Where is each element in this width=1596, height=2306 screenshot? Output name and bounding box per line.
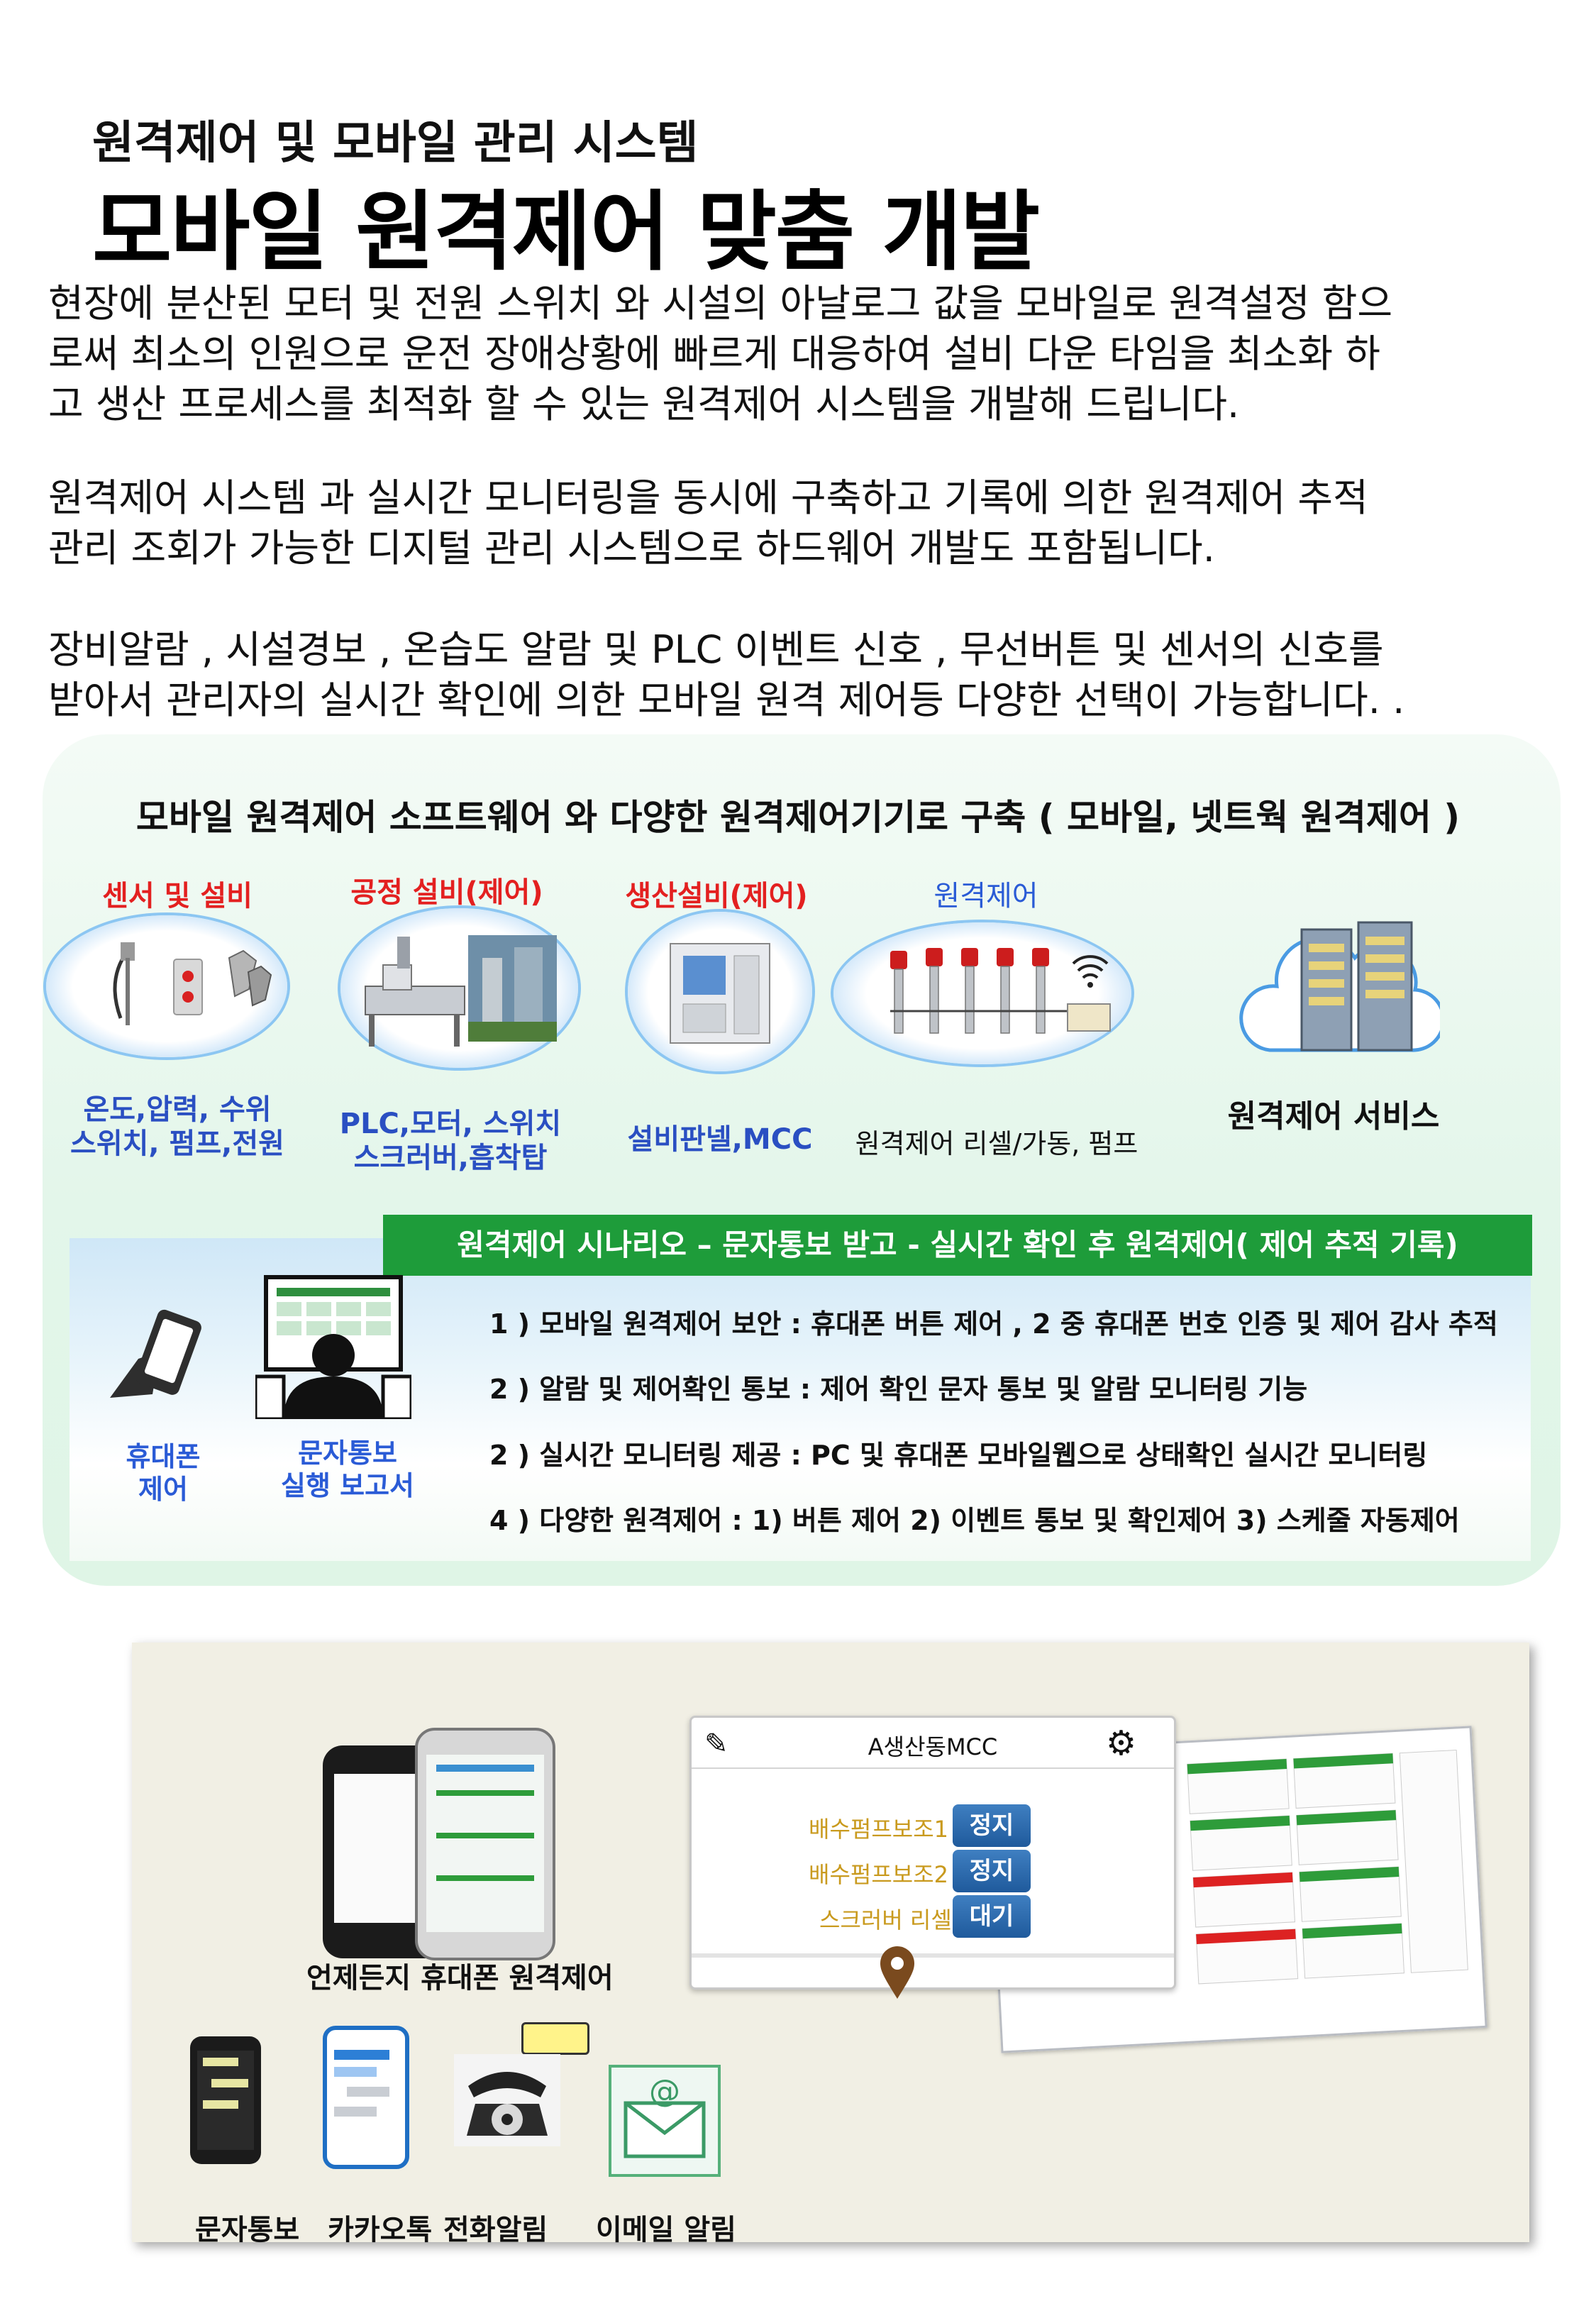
label-line: 제어 (138, 1474, 188, 1505)
pump-1-stop-button[interactable]: 정지 (953, 1804, 1031, 1847)
text-line: 장비알람 , 시설경보 , 온습도 알람 및 PLC 이벤트 신호 , 무선버튼… (48, 627, 1384, 672)
screen-bar (436, 1875, 534, 1881)
alert-phone-label: 전화알림 (443, 2214, 548, 2246)
monitoring-paragraph: 원격제어 시스템 과 실시간 모니터링을 동시에 구축하고 기록에 의한 원격제… (48, 473, 1552, 573)
email-icon: @ (624, 2073, 706, 2158)
caption-line: PLC,모터, 스위치 (339, 1108, 562, 1140)
process-equipment-icon (365, 935, 557, 1047)
production-ellipse (628, 912, 812, 1071)
scenario-line-4: 4 ) 다양한 원격제어 : 1) 버튼 제어 2) 이벤트 통보 및 확인제어… (489, 1505, 1460, 1536)
process-caption: PLC,모터, 스위치 스크러버,흡착탑 (326, 1107, 575, 1175)
text-line: 관리 조회가 가능한 디지털 관리 시스템으로 하드웨어 개발도 포함됩니다. (48, 526, 1215, 570)
scenario-bar: 원격제어 시나리오 – 문자통보 받고 - 실시간 확인 후 원격제어( 제어 … (383, 1215, 1532, 1276)
alarm-paragraph: 장비알람 , 시설경보 , 온습도 알람 및 PLC 이벤트 신호 , 무선버튼… (48, 624, 1552, 725)
screen-bar (436, 1790, 534, 1796)
pump-2-label: 배수펌프보조2 : (809, 1861, 963, 1888)
sms-phone-image (190, 2036, 261, 2164)
message-bar (334, 2050, 389, 2060)
dashboard-grid-icon (1187, 1749, 1468, 1985)
category-production-label: 생산설비(제어) (625, 880, 808, 912)
system-heading: 모바일 원격제어 소프트웨어 와 다양한 원격제어기기로 구축 ( 모바일, 넷… (135, 797, 1461, 838)
subtitle: 원격제어 및 모바일 관리 시스템 (92, 117, 699, 170)
scenario-line-2: 2 ) 알람 및 제어확인 통보 : 제어 확인 문자 통보 및 알람 모니터링… (489, 1374, 1308, 1405)
monitor-user-icon (253, 1275, 414, 1421)
sensor-devices-icon (113, 942, 272, 1025)
hand-phone-icon (110, 1309, 201, 1398)
message-bubble (203, 2058, 238, 2066)
cloud-server-icon (1239, 921, 1446, 1052)
category-process-label: 공정 설비(제어) (350, 876, 543, 909)
scenario-line-3: 2 ) 실시간 모니터링 제공 : PC 및 휴대폰 모바일웹으로 상태확인 실… (489, 1440, 1428, 1471)
report-label: 문자통보 실행 보고서 (262, 1437, 433, 1502)
pump-1-label: 배수펌프보조1 : (809, 1816, 963, 1843)
mcc-title: A생산동MCC (868, 1733, 998, 1760)
process-ellipse (340, 908, 578, 1068)
message-bar (347, 2087, 389, 2097)
scrubber-standby-button[interactable]: 대기 (953, 1895, 1031, 1938)
intro-paragraph: 현장에 분산된 모터 및 전원 스위치 와 시설의 아날로그 값을 모바일로 원… (48, 278, 1552, 429)
text-line: 받아서 관리자의 실시간 확인에 의한 모바일 원격 제어등 다양한 선택이 가… (48, 678, 1405, 722)
edit-icon[interactable]: ✎ (704, 1728, 728, 1760)
service-caption: 원격제어 서비스 (1227, 1098, 1440, 1135)
text-line: 현장에 분산된 모터 및 전원 스위치 와 시설의 아날로그 값을 모바일로 원… (48, 281, 1393, 326)
label-line: 휴대폰 (126, 1441, 201, 1472)
kakao-phone-image (323, 2026, 409, 2169)
screen-bar (436, 1833, 534, 1838)
mcc-header: ✎ A생산동MCC ⚙ (692, 1718, 1174, 1769)
caption-line: 스크러버,흡착탑 (353, 1142, 548, 1174)
sensor-caption: 온도,압력, 수위 스위치, 펌프,전원 (60, 1093, 294, 1161)
alert-sms-label: 문자통보 (195, 2214, 300, 2246)
mcc-app-card: ✎ A생산동MCC ⚙ 배수펌프보조1 : 정지 배수펌프보조2 : 정지 스크… (689, 1716, 1176, 1999)
svg-text:@: @ (649, 2073, 680, 2109)
label-line: 문자통보 (298, 1438, 397, 1469)
scenario-line-1: 1 ) 모바일 원격제어 보안 : 휴대폰 버튼 제어 , 2 중 휴대폰 번호… (489, 1308, 1498, 1340)
alert-kakao-label: 카카오톡 (328, 2214, 433, 2246)
page-title: 모바일 원격제어 맞춤 개발 (92, 182, 1040, 282)
label-line: 실행 보고서 (280, 1470, 415, 1501)
monitoring-dashboard-image (985, 1726, 1487, 2053)
location-pin-icon (880, 1946, 914, 1999)
phones-caption: 언제든지 휴대폰 원격제어 (306, 1962, 614, 1995)
pump-2-stop-button[interactable]: 정지 (953, 1850, 1031, 1892)
message-bar (334, 2107, 377, 2117)
gear-icon[interactable]: ⚙ (1106, 1723, 1137, 1763)
alert-email-label: 이메일 알림 (596, 2214, 736, 2246)
email-image: @ (609, 2065, 721, 2177)
message-bubble (203, 2100, 238, 2109)
category-remote-label: 원격제어 (933, 880, 1038, 912)
telephone-icon (467, 2072, 548, 2136)
phone-screen (426, 1755, 544, 1932)
signal-tower-icon (890, 948, 1111, 1034)
category-sensor-label: 센서 및 설비 (102, 880, 253, 912)
report-monitor-image (253, 1270, 414, 1421)
remote-caption: 원격제어 리셀/가동, 펌프 (855, 1128, 1138, 1159)
caption-line: 스위치, 펌프,전원 (70, 1127, 284, 1160)
text-line: 로써 최소의 인원으로 운전 장애상황에 빠르게 대응하여 설비 다운 타임을 … (48, 331, 1380, 376)
divider (692, 1953, 1174, 1958)
production-caption: 설비판넬,MCC (627, 1123, 813, 1156)
sensor-ellipse (46, 915, 287, 1057)
phone-screen (197, 2051, 254, 2150)
caption-line: 온도,압력, 수위 (83, 1093, 272, 1126)
screen-bar (436, 1765, 534, 1772)
speech-bubble-icon (521, 2022, 589, 2055)
phone-right-image (415, 1728, 555, 1960)
cloud-service-image (1227, 901, 1446, 1071)
telephone-image (454, 2054, 560, 2146)
text-line: 원격제어 시스템 과 실시간 모니터링을 동시에 구축하고 기록에 의한 원격제… (48, 475, 1368, 520)
text-line: 고 생산 프로세스를 최적화 할 수 있는 원격제어 시스템을 개발해 드립니다… (48, 382, 1240, 426)
message-bubble (211, 2079, 248, 2087)
phone-hand-image (96, 1306, 223, 1412)
scrubber-label: 스크러버 리셀 : (819, 1907, 967, 1933)
production-machine-icon (670, 943, 770, 1044)
remote-ellipse (833, 922, 1131, 1064)
message-bar (334, 2067, 377, 2077)
phone-control-label: 휴대폰 제어 (99, 1440, 227, 1506)
